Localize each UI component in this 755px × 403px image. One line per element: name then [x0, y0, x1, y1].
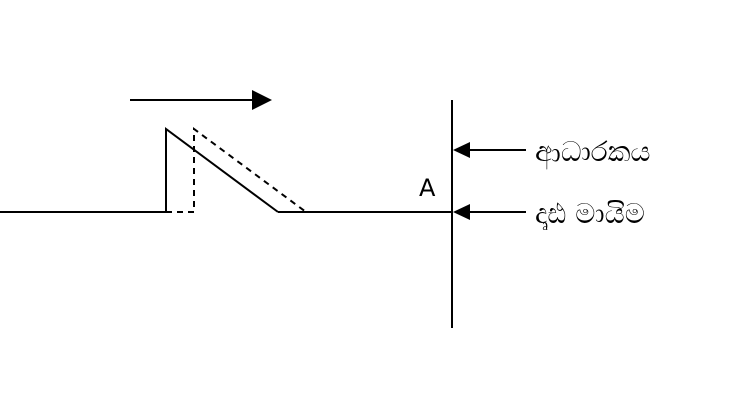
point-a-label: A: [419, 174, 436, 202]
support-label: ආධාරකය: [535, 135, 651, 170]
rod-pointer-arrow: [453, 204, 526, 220]
travel-direction-arrow: [130, 90, 272, 110]
support-pointer-arrow: [453, 142, 526, 158]
rod-label: දෘඪ මායිම: [535, 197, 645, 230]
wave-pulse-solid: [165, 127, 279, 213]
wave-pulse-dashed: [166, 127, 307, 213]
